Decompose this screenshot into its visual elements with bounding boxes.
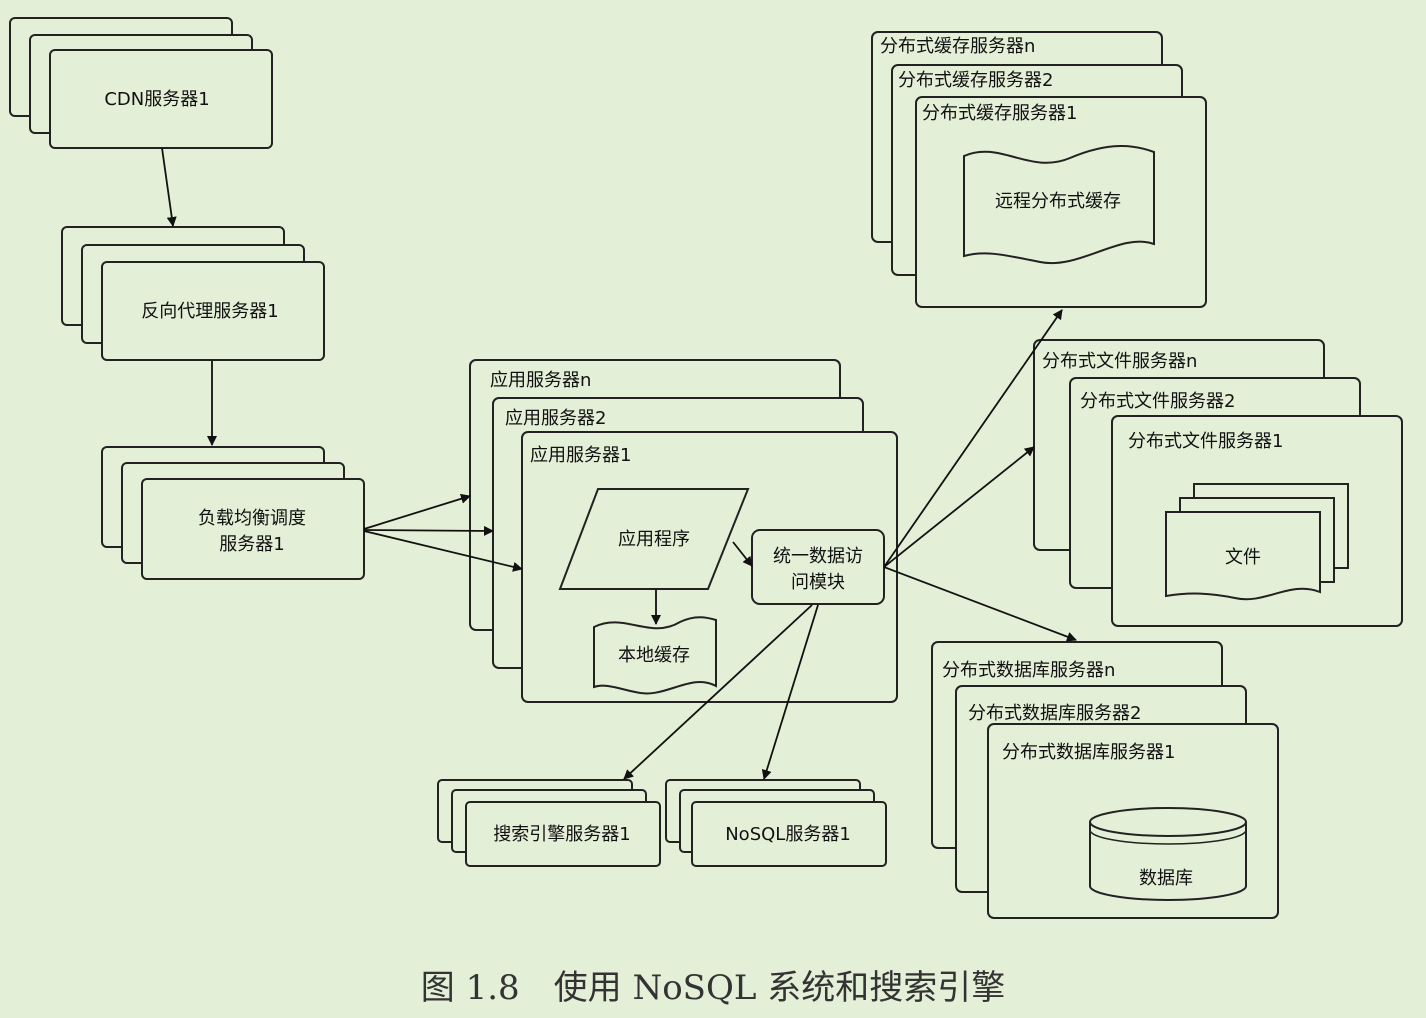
arrow-data-access-to-file [883, 446, 1035, 568]
db-server-n-label: 分布式数据库服务器n [942, 660, 1115, 681]
reverse-proxy-stack: 反向代理服务器1 [61, 226, 325, 361]
cache-server-n-label: 分布式缓存服务器n [880, 36, 1035, 57]
file-server-2-label: 分布式文件服务器2 [1080, 391, 1235, 412]
db-server-1-label: 分布式数据库服务器1 [1002, 742, 1175, 763]
reverse-proxy-label: 反向代理服务器1 [141, 301, 278, 322]
local-cache-node: 本地缓存 [593, 616, 717, 695]
load-balancer-label-line2: 服务器1 [219, 534, 284, 555]
app-server-1-label: 应用服务器1 [530, 445, 631, 466]
figure-caption: 图 1.8 使用 NoSQL 系统和搜索引擎 [420, 968, 1006, 1008]
nosql-server-label: NoSQL服务器1 [725, 824, 851, 845]
app-program-node: 应用程序 [558, 488, 750, 590]
cdn-server-stack: CDN服务器1 [9, 17, 273, 149]
data-access-label-line2: 问模块 [791, 572, 845, 593]
distributed-cache-stack: 分布式缓存服务器n 分布式缓存服务器2 分布式缓存服务器1 远程分布式缓存 [871, 31, 1207, 308]
app-server-2-label: 应用服务器2 [505, 408, 606, 429]
app-server-n-label: 应用服务器n [490, 370, 591, 391]
search-server-label: 搜索引擎服务器1 [493, 824, 630, 845]
arrow-cdn-to-proxy [161, 147, 177, 227]
architecture-diagram: CDN服务器1 反向代理服务器1 负载均衡调度 服务器1 应用服务器n 应用服务… [9, 17, 1403, 919]
db-server-2-label: 分布式数据库服务器2 [968, 703, 1141, 724]
distributed-database-stack: 分布式数据库服务器n 分布式数据库服务器2 分布式数据库服务器1 数据库 [931, 641, 1279, 919]
arrow-data-access-to-nosql [761, 604, 819, 780]
file-server-1-label: 分布式文件服务器1 [1128, 431, 1283, 452]
arrow-lb-to-app-1 [363, 530, 523, 572]
cache-server-2-label: 分布式缓存服务器2 [898, 70, 1053, 91]
remote-cache-label: 远程分布式缓存 [995, 191, 1121, 212]
data-access-module: 统一数据访 问模块 [751, 529, 885, 605]
file-label: 文件 [1225, 547, 1261, 568]
arrow-lb-to-app-n [363, 493, 471, 530]
arrow-data-access-to-search [623, 604, 813, 780]
arrow-data-access-to-db [883, 566, 1077, 642]
data-access-label-line1: 统一数据访 [773, 546, 863, 567]
load-balancer-label-line1: 负载均衡调度 [198, 508, 306, 529]
database-label: 数据库 [1139, 868, 1193, 889]
file-server-n-label: 分布式文件服务器n [1042, 351, 1197, 372]
distributed-file-stack: 分布式文件服务器n 分布式文件服务器2 分布式文件服务器1 文件 [1033, 339, 1403, 627]
connector-arrows [161, 147, 1077, 780]
nosql-stack: NoSQL服务器1 [665, 779, 887, 867]
load-balancer-stack: 负载均衡调度 服务器1 [101, 446, 365, 580]
search-engine-stack: 搜索引擎服务器1 [437, 779, 661, 867]
arrow-data-access-to-cache [883, 309, 1063, 568]
arrow-lb-to-app-2 [363, 525, 494, 536]
local-cache-label: 本地缓存 [618, 645, 690, 666]
cdn-server-label: CDN服务器1 [104, 89, 209, 110]
arrow-program-to-data-access [732, 541, 753, 567]
cache-server-1-label: 分布式缓存服务器1 [922, 103, 1077, 124]
app-program-label: 应用程序 [618, 529, 690, 550]
